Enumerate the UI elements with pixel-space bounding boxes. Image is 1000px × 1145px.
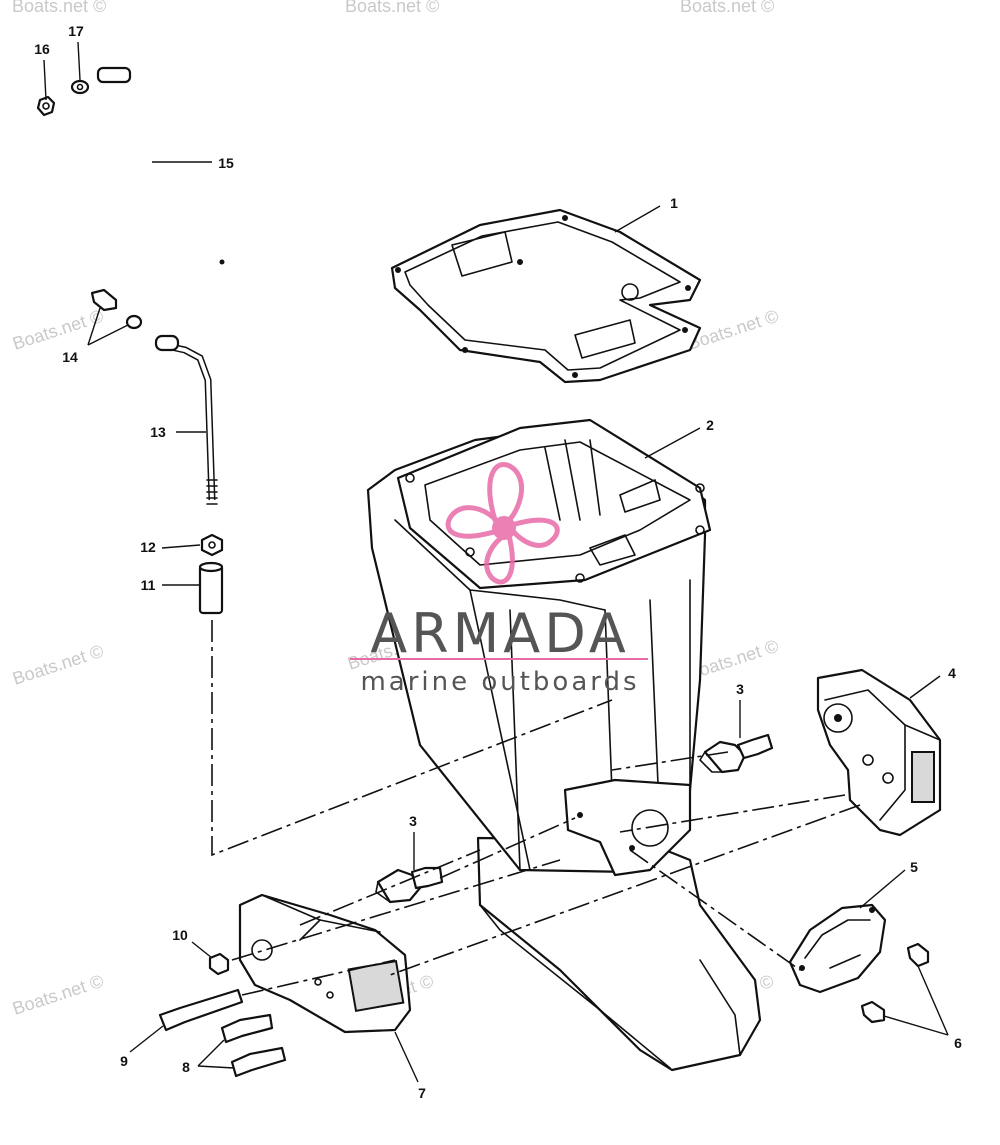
leader-lines [43, 41, 949, 1083]
part-14-screw-and-washer [90, 288, 143, 330]
part-10-nut [208, 952, 230, 976]
part-11-spacer [198, 561, 224, 615]
part-13-lower-shift-rod [154, 334, 218, 505]
callout-6: 6 [954, 1035, 962, 1051]
logo-tagline: marine outboards [360, 667, 639, 697]
brand-logo: ARMADA marine outboards [350, 462, 648, 697]
part-8-bolt-lower [230, 1046, 287, 1078]
watermark-text: Boats.net © [10, 306, 106, 354]
part-16-nut [36, 95, 56, 117]
callout-17: 17 [68, 23, 84, 39]
callout-3-upper: 3 [736, 681, 744, 697]
callout-10: 10 [172, 927, 188, 943]
part-2-driveshaft-housing [366, 418, 762, 1072]
watermark-text: Boats.net © [345, 0, 439, 16]
propeller-logo-icon [445, 462, 560, 585]
part-17-washer [70, 79, 90, 95]
part-4-mount-bracket [816, 668, 942, 837]
watermark-text: Boats.net © [10, 641, 106, 689]
part-3-mount-lower [375, 866, 444, 904]
part-3-mount-upper [699, 733, 774, 774]
callout-1: 1 [670, 195, 678, 211]
part-9-bolt [158, 988, 244, 1032]
watermark-text: Boats.net © [10, 971, 106, 1019]
watermark-text: Boats.net © [680, 0, 774, 16]
assembly-lines [211, 620, 861, 996]
watermark-text: Boats.net © [12, 0, 106, 16]
part-12-nut [200, 533, 224, 557]
callout-16: 16 [34, 41, 50, 57]
callout-9: 9 [120, 1053, 128, 1069]
callout-15: 15 [218, 155, 234, 171]
callout-11: 11 [141, 577, 156, 593]
part-5-cover-plate [788, 903, 887, 994]
part-6-screws [860, 942, 930, 1024]
part-7-side-bracket [238, 893, 412, 1034]
callout-3-lower: 3 [409, 813, 417, 829]
part-8-bolt-upper [220, 1013, 274, 1044]
logo-name: ARMADA [370, 602, 630, 665]
callout-14: 14 [62, 349, 78, 365]
part-1-gasket [390, 208, 702, 384]
callout-7: 7 [418, 1085, 426, 1101]
callout-labels: 16 17 15 1 2 4 3 3 5 6 14 13 12 11 10 9 … [34, 23, 962, 1101]
part-15-shift-rod [96, 66, 225, 265]
callout-4: 4 [948, 665, 956, 681]
callout-2: 2 [706, 417, 714, 433]
callout-5: 5 [910, 859, 918, 875]
callout-8: 8 [182, 1059, 190, 1075]
callout-12: 12 [140, 539, 156, 555]
callout-13: 13 [150, 424, 166, 440]
